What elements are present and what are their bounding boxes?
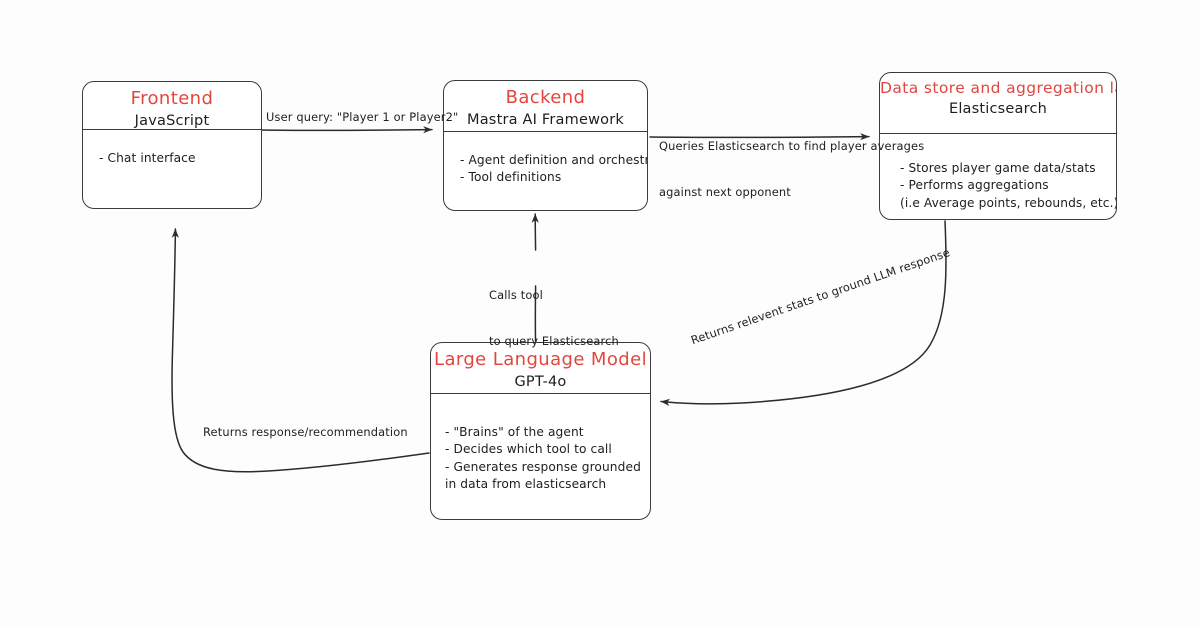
- node-frontend-body: - Chat interface: [83, 130, 261, 167]
- node-llm-bullet-3: in data from elasticsearch: [445, 476, 607, 491]
- node-datastore-bullet-0: - Stores player game data/stats: [900, 161, 1096, 175]
- node-frontend-header: Frontend JavaScript: [83, 82, 261, 130]
- edge-label-user-query: User query: "Player 1 or Player2": [266, 110, 459, 124]
- node-backend-bullet-0: - Agent definition and orchestration: [460, 153, 647, 167]
- edge-label-queries-elasticsearch: Queries Elasticsearch to find player ave…: [659, 108, 924, 231]
- node-llm-title: Large Language Model: [434, 349, 647, 370]
- node-llm-header: Large Language Model GPT-4o: [431, 343, 650, 394]
- node-backend-title: Backend: [505, 87, 586, 108]
- node-datastore-subtitle: Elasticsearch: [948, 100, 1048, 117]
- node-backend-bullet-1: - Tool definitions: [460, 170, 562, 185]
- node-datastore-bullet-1: - Performs aggregations: [900, 178, 1049, 193]
- node-backend-header: Backend Mastra AI Framework: [444, 81, 647, 132]
- edge-label-returns-stats: Returns relevent stats to ground LLM res…: [689, 245, 952, 348]
- node-frontend-subtitle: JavaScript: [134, 112, 210, 129]
- edge-label-calls-tool-line-1: Calls tool: [489, 287, 543, 302]
- edge-datastore-to-llm: [660, 220, 947, 406]
- node-frontend-bullet-0: - Chat interface: [99, 151, 196, 165]
- node-llm-bullet-0: - "Brains" of the agent: [445, 425, 584, 439]
- node-datastore-header: Data store and aggregation layer Elastic…: [880, 73, 1116, 134]
- edge-label-returns-response: Returns response/recommendation: [203, 425, 408, 439]
- node-llm-bullet-2: - Generates response grounded: [445, 459, 641, 474]
- node-llm[interactable]: Large Language Model GPT-4o - "Brains" o…: [430, 342, 651, 520]
- node-frontend-title: Frontend: [130, 88, 214, 109]
- node-backend[interactable]: Backend Mastra AI Framework - Agent defi…: [443, 80, 648, 211]
- node-backend-subtitle: Mastra AI Framework: [467, 111, 624, 128]
- node-backend-body: - Agent definition and orchestration - T…: [444, 132, 647, 187]
- edge-frontend-to-backend: [261, 126, 433, 134]
- node-llm-bullet-1: - Decides which tool to call: [445, 442, 612, 457]
- node-llm-body: - "Brains" of the agent - Decides which …: [431, 394, 650, 493]
- node-datastore-bullet-2: (i.e Average points, rebounds, etc.): [900, 195, 1117, 210]
- edge-label-calls-tool: Calls tool to query Elasticsearch: [489, 257, 619, 380]
- edge-label-calls-tool-line-2: to query Elasticsearch: [489, 333, 619, 348]
- node-datastore[interactable]: Data store and aggregation layer Elastic…: [879, 72, 1117, 220]
- node-llm-subtitle: GPT-4o: [514, 373, 567, 390]
- node-datastore-title: Data store and aggregation layer: [880, 79, 1116, 97]
- node-frontend[interactable]: Frontend JavaScript - Chat interface: [82, 81, 262, 209]
- edge-label-queries-elasticsearch-line-2: against next opponent: [659, 184, 791, 199]
- edge-label-queries-elasticsearch-line-1: Queries Elasticsearch to find player ave…: [659, 138, 925, 153]
- node-datastore-body: - Stores player game data/stats - Perfor…: [880, 134, 1116, 212]
